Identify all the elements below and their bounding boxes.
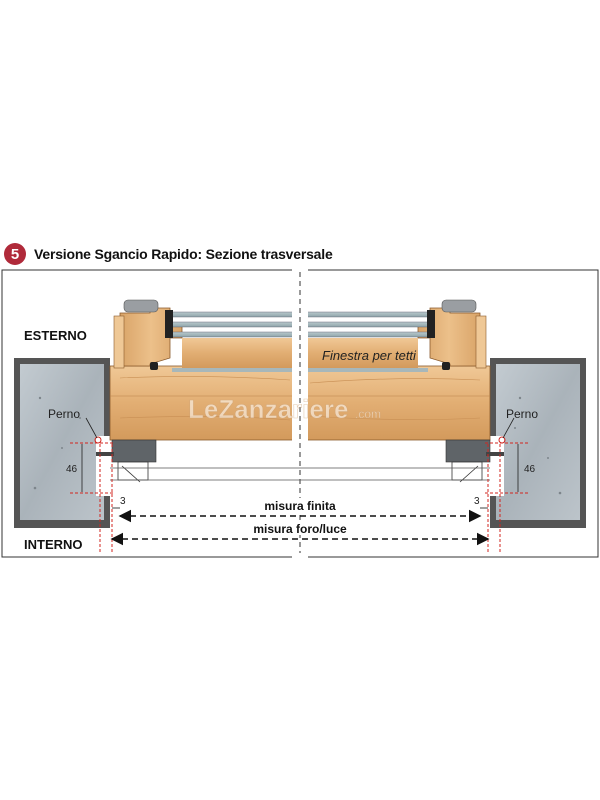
section-heading: 5 Versione Sgancio Rapido: Sezione trasv… — [4, 240, 333, 268]
screen-box-right — [445, 439, 491, 483]
watermark-text: LeZanzariere — [188, 394, 348, 424]
perno-height-dim — [81, 444, 519, 492]
cross-section-diagram: LeZanzariere .com ESTERNO INTERNO Finest… — [1, 268, 599, 558]
screen-box-left — [111, 439, 157, 483]
dim-3-right: 3 — [474, 496, 480, 507]
label-esterno: ESTERNO — [24, 328, 87, 343]
wall-right — [490, 358, 586, 528]
label-misura-foro: misura foro/luce — [253, 522, 347, 536]
label-perno-right: Perno — [506, 407, 538, 421]
label-misura-finita: misura finita — [264, 499, 336, 513]
watermark: LeZanzariere .com — [188, 394, 382, 425]
heading-title: Versione Sgancio Rapido: Sezione trasver… — [34, 246, 333, 262]
wall-left — [14, 358, 110, 528]
dim-46-left: 46 — [66, 464, 78, 475]
watermark-suffix: .com — [355, 407, 381, 421]
label-perno-left: Perno — [48, 407, 80, 421]
label-finestra: Finestra per tetti — [322, 348, 417, 363]
dim-46-right: 46 — [524, 464, 536, 475]
dim-3-left: 3 — [120, 496, 126, 507]
step-badge: 5 — [4, 243, 26, 265]
label-interno: INTERNO — [24, 537, 83, 552]
